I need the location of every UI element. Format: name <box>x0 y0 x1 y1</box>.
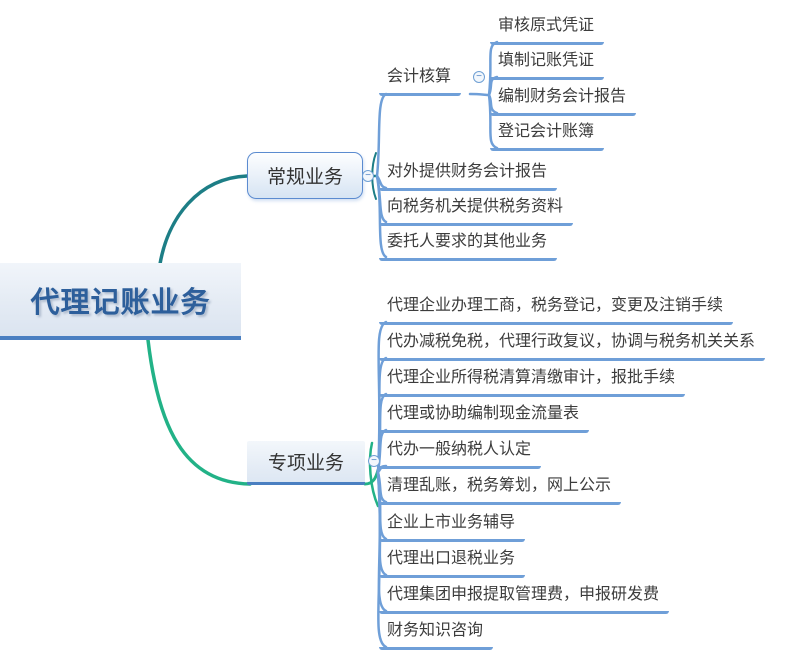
root-topic-label: 代理记账业务 <box>30 286 211 319</box>
connector-b2-c9 <box>376 470 388 649</box>
node-fill-bookkeeping-voucher[interactable]: 填制记账凭证 <box>490 50 605 80</box>
node-general-taxpayer[interactable]: 代办一般纳税人认定 <box>379 439 542 469</box>
node-group-fee-declaration[interactable]: 代理集团申报提取管理费，申报研发费 <box>379 584 670 614</box>
node-export-tax-rebate[interactable]: 代理出口退税业务 <box>379 548 526 578</box>
branch-special-business-label: 专项业务 <box>267 453 344 474</box>
branch-regular-business[interactable]: 常规业务 <box>247 152 363 199</box>
node-prepare-financial-report[interactable]: 编制财务会计报告 <box>490 86 637 116</box>
collapse-toggle-accounting[interactable]: − <box>473 71 485 83</box>
node-tax-reduction-review[interactable]: 代办减税免税，代理行政复议，协调与税务机关关系 <box>379 331 766 361</box>
connector-branch2-swash <box>368 441 380 508</box>
node-ipo-coaching[interactable]: 企业上市业务辅导 <box>379 512 526 542</box>
node-cash-flow-statement[interactable]: 代理或协助编制现金流量表 <box>379 403 590 433</box>
connector-accounting-stem <box>468 92 491 97</box>
node-industry-commerce-registration[interactable]: 代理企业办理工商，税务登记，变更及注销手续 <box>379 295 734 325</box>
node-external-financial-report[interactable]: 对外提供财务会计报告 <box>379 161 558 191</box>
collapse-toggle-special[interactable]: − <box>368 455 380 467</box>
connector-acc-ledger <box>487 93 499 150</box>
node-income-tax-audit[interactable]: 代理企业所得税清算清缴审计，报批手续 <box>379 367 686 397</box>
node-financial-consulting[interactable]: 财务知识咨询 <box>379 620 494 650</box>
connector-root-branch2 <box>146 338 252 486</box>
root-topic[interactable]: 代理记账业务 <box>0 263 241 340</box>
branch-regular-business-label: 常规业务 <box>266 167 343 188</box>
connector-b1-other <box>375 174 388 259</box>
branch-special-business[interactable]: 专项业务 <box>247 441 365 485</box>
node-provide-tax-info[interactable]: 向税务机关提供税务资料 <box>379 196 574 226</box>
collapse-toggle-regular[interactable]: − <box>362 170 374 182</box>
node-cleanup-accounts[interactable]: 清理乱账，税务筹划，网上公示 <box>379 475 622 505</box>
node-accounting[interactable]: 会计核算 <box>379 66 462 96</box>
node-register-ledger[interactable]: 登记会计账簿 <box>490 121 605 151</box>
node-audit-original-voucher[interactable]: 审核原式凭证 <box>490 15 605 45</box>
connector-b1-accounting <box>375 92 388 178</box>
node-other-client-business[interactable]: 委托人要求的其他业务 <box>379 231 558 261</box>
connector-root-branch1 <box>158 174 249 266</box>
